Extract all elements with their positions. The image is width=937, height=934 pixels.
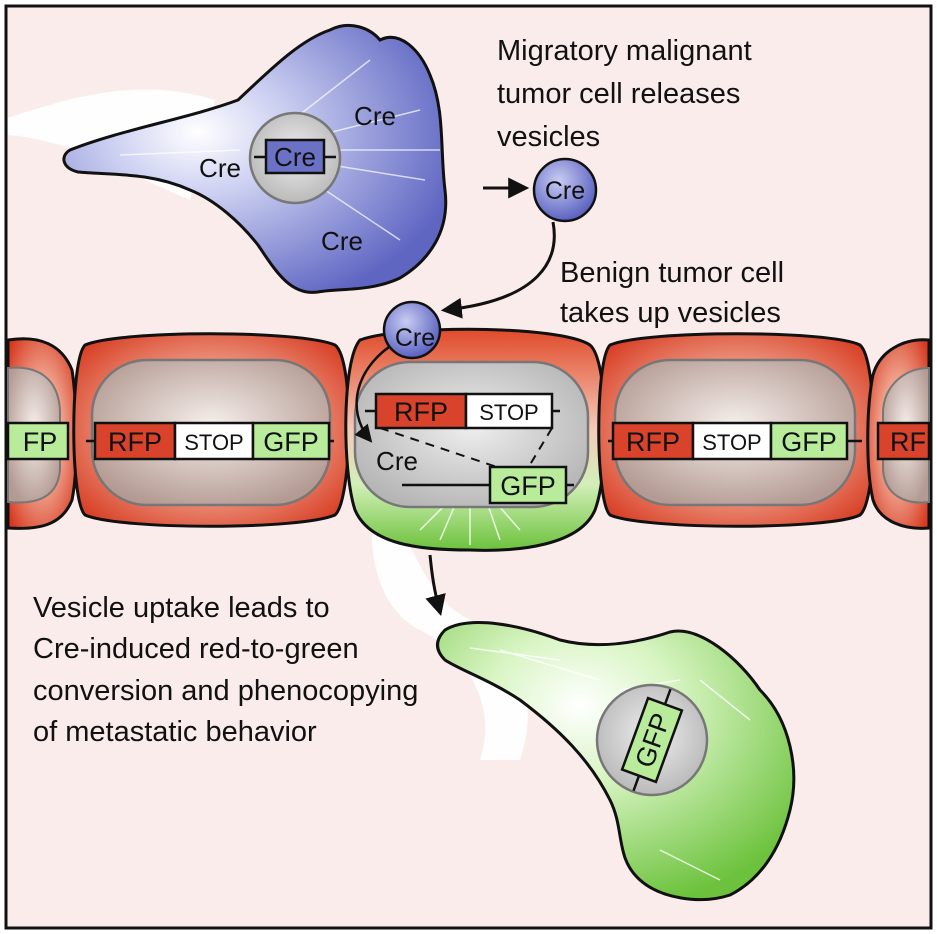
caption-conversion-line-2: Cre-induced red-to-green [33, 633, 359, 665]
caption-malignant: Migratory malignant tumor cell releases … [497, 35, 760, 153]
caption-malignant-line-1: Migratory malignant [497, 35, 752, 67]
benign-cell-1: RFP STOP GFP [72, 332, 351, 528]
uptaken-vesicle [382, 300, 442, 360]
converted-green-cell: GFP [436, 621, 796, 902]
arrow-icon [354, 338, 401, 443]
gfp-cut-label: FP [23, 427, 58, 457]
recombination-dashed-line [527, 427, 553, 469]
benign-cell-converting: RFP STOP GFP Cre [344, 327, 607, 552]
uptaken-vesicle-label: Cre [395, 324, 435, 352]
benign-cell-3: RFP STOP GFP [597, 332, 875, 528]
rfp-label: RFP [626, 427, 680, 457]
arrow-icon [440, 221, 556, 319]
benign-cell-right-edge: RF [866, 338, 931, 530]
caption-benign: Benign tumor cell takes up vesicles [560, 257, 792, 329]
released-vesicle-label: Cre [545, 177, 585, 205]
rfp-label: RFP [394, 397, 448, 427]
caption-conversion-line-4: of metastatic behavior [33, 716, 317, 748]
caption-benign-line-2: takes up vesicles [560, 297, 781, 329]
stop-label: STOP [702, 430, 762, 455]
caption-malignant-line-3: vesicles [497, 121, 600, 153]
released-vesicle [532, 157, 598, 223]
caption-conversion: Vesicle uptake leads to Cre-induced red-… [33, 592, 426, 748]
rfp-cut-label: RF [890, 427, 926, 457]
caption-conversion-line-1: Vesicle uptake leads to [33, 592, 330, 624]
cre-protein-label-2: Cre [199, 153, 241, 183]
arrow-icon [425, 554, 446, 617]
cre-protein-label-1: Cre [354, 101, 396, 131]
gfp-label: GFP [781, 427, 837, 457]
benign-cell-left-edge: FP [6, 337, 78, 530]
malignant-tumor-cell: Cre Cre Cre Cre [62, 24, 448, 294]
cre-protein-label-3: Cre [321, 226, 363, 256]
gfp-label: GFP [500, 471, 556, 501]
stop-label: STOP [479, 400, 539, 425]
rfp-label: RFP [108, 427, 162, 457]
cre-nuclear-label: Cre [376, 446, 418, 476]
stop-label: STOP [184, 430, 244, 455]
cre-gene-box [264, 138, 326, 175]
caption-benign-line-1: Benign tumor cell [560, 257, 784, 289]
gfp-label: GFP [263, 427, 319, 457]
cre-gene-label: Cre [274, 142, 316, 172]
recombination-dashed-line [379, 427, 501, 469]
caption-conversion-line-3: conversion and phenocopying [33, 675, 418, 707]
caption-malignant-line-2: tumor cell releases [497, 78, 740, 110]
